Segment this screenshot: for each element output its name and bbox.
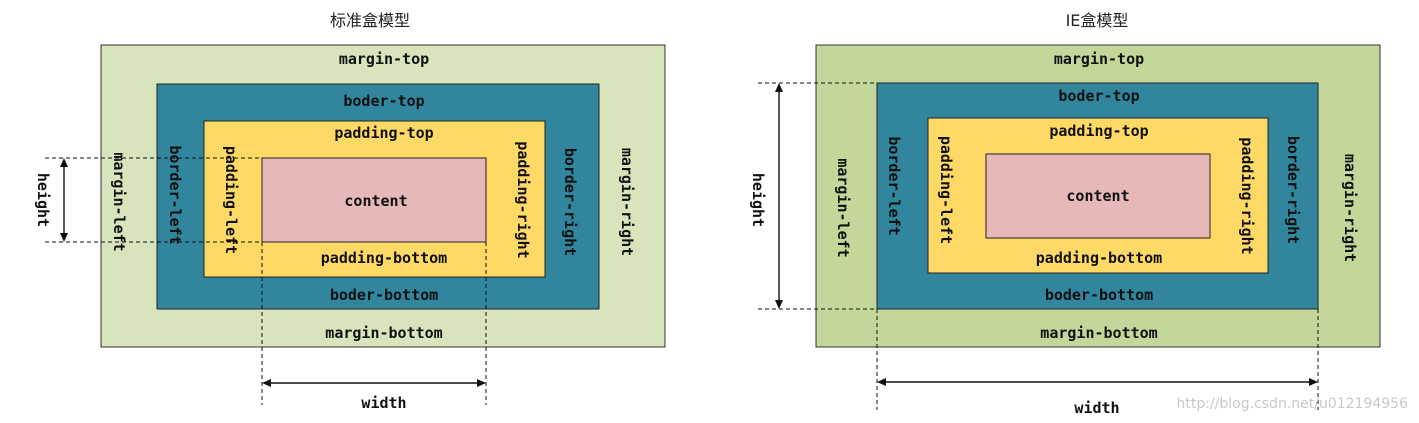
- ie-padding-left-label: padding-left: [937, 136, 955, 244]
- ie-margin-right-label: margin-right: [1341, 154, 1359, 262]
- standard-border-top-label: boder-top: [343, 92, 424, 110]
- ie-border-top-label: boder-top: [1058, 87, 1139, 105]
- ie-padding-bottom-label: padding-bottom: [1036, 249, 1162, 267]
- ie-content-box: [985, 153, 1211, 239]
- standard-padding-left-label: padding-left: [222, 146, 240, 254]
- ie-padding-top-label: padding-top: [1049, 122, 1148, 140]
- standard-content-label: content: [344, 192, 407, 210]
- standard-width-label: width: [361, 394, 406, 412]
- ie-border-left-label: border-left: [885, 136, 903, 235]
- standard-box-model: 标准盒模型 margin-top margin-bottom boder-top…: [34, 11, 666, 412]
- standard-margin-top-label: margin-top: [339, 50, 429, 68]
- ie-height-arrow: [775, 83, 783, 309]
- ie-title: IE盒模型: [1066, 11, 1129, 30]
- ie-content-label: content: [1066, 187, 1129, 205]
- standard-height-label: height: [34, 173, 52, 227]
- standard-title: 标准盒模型: [330, 11, 410, 30]
- standard-margin-bottom-label: margin-bottom: [325, 324, 442, 342]
- ie-border-bottom-label: boder-bottom: [1045, 286, 1153, 304]
- standard-width-arrow: [262, 379, 486, 387]
- standard-content-box: [261, 157, 487, 243]
- ie-margin-left-label: margin-left: [834, 158, 852, 257]
- watermark: http://blog.csdn.net/u012194956: [1177, 396, 1409, 412]
- standard-margin-left-label: margin-left: [110, 152, 128, 251]
- ie-box-model: IE盒模型 margin-top margin-bottom boder-top…: [749, 11, 1381, 417]
- ie-margin-bottom-label: margin-bottom: [1040, 324, 1157, 342]
- standard-margin-right-label: margin-right: [618, 148, 636, 256]
- ie-padding-right-label: padding-right: [1238, 137, 1256, 254]
- standard-height-arrow: [60, 158, 68, 242]
- standard-border-right-label: border-right: [561, 148, 579, 256]
- ie-border-right-label: border-right: [1284, 136, 1302, 244]
- ie-height-label: height: [749, 173, 767, 227]
- standard-padding-bottom-label: padding-bottom: [321, 249, 447, 267]
- standard-padding-right-label: padding-right: [514, 141, 532, 258]
- ie-width-label: width: [1074, 399, 1119, 417]
- standard-padding-top-label: padding-top: [334, 124, 433, 142]
- ie-width-arrow: [877, 378, 1318, 386]
- ie-margin-top-label: margin-top: [1054, 50, 1144, 68]
- standard-border-left-label: border-left: [166, 145, 184, 244]
- standard-border-bottom-label: boder-bottom: [330, 286, 438, 304]
